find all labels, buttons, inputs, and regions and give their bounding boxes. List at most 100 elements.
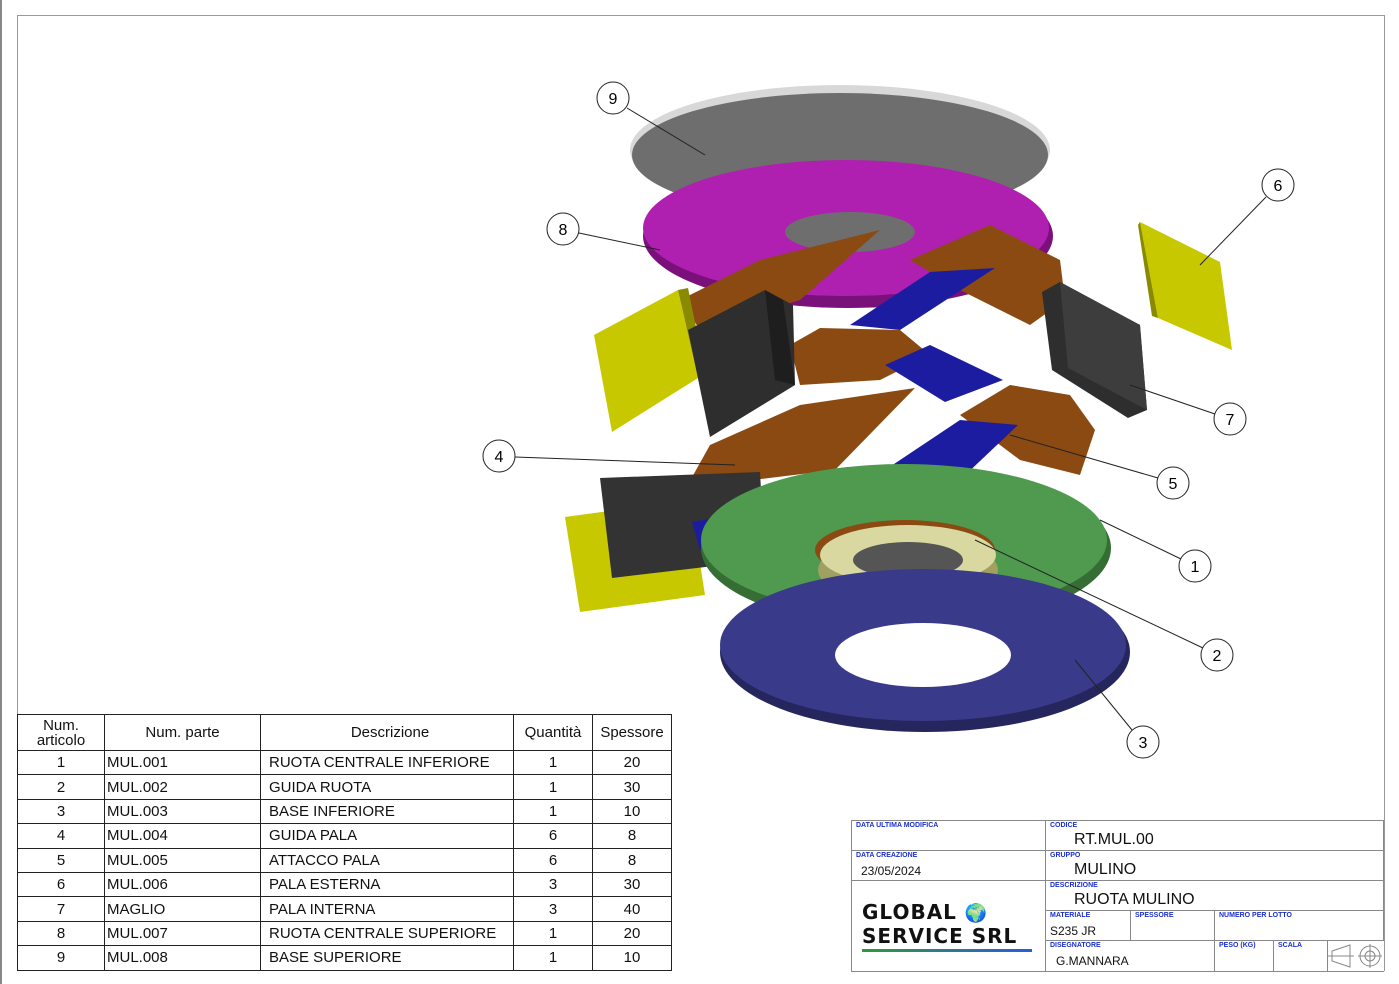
bom-cell-qty: 3 [513,896,593,922]
bom-cell-qty: 1 [513,749,593,776]
bom-header: Num. articolo Num. parte Descrizione Qua… [17,714,672,751]
label: PESO (KG) [1219,942,1256,949]
svg-text:1: 1 [1191,559,1200,576]
window-edge [0,0,2,984]
bom-cell-item: 4 [17,823,105,849]
disegnatore-value: G.MANNARA [1056,954,1129,968]
bom-cell-thick: 30 [592,774,672,800]
bom-cell-part: MUL.007 [104,920,261,947]
bom-cell-part: MUL.001 [104,749,261,776]
part-guida-pala-lower [686,388,915,488]
svg-text:7: 7 [1226,412,1235,429]
part-guida-pala-upper-right [910,225,1065,325]
cell-descrizione: DESCRIZIONE RUOTA MULINO [1046,881,1384,911]
leader-lines [514,107,1267,731]
part-pala-interna-left [688,290,795,437]
header-item: Num. articolo [17,714,105,751]
header-thick: Spessore [592,714,672,751]
header-desc: Descrizione [260,714,514,751]
gruppo-value: MULINO [1074,861,1137,878]
bom-cell-qty: 1 [513,798,593,825]
bom-cell-qty: 3 [513,871,593,898]
bom-cell-thick: 10 [592,945,672,971]
balloon-8: 8 [546,212,580,246]
bom-cell-desc: GUIDA PALA [260,823,514,849]
svg-text:6: 6 [1274,178,1283,195]
bom-cell-qty: 6 [513,847,593,873]
descrizione-value: RUOTA MULINO [1074,891,1195,908]
bom-cell-item: 9 [17,945,105,971]
label: DATA CREAZIONE [856,852,918,859]
bom-cell-thick: 20 [592,920,672,947]
bom-cell-qty: 6 [513,823,593,849]
data-creazione-value: 23/05/2024 [861,864,922,878]
bom-cell-item: 2 [17,774,105,800]
balloon-6: 6 [1261,168,1295,202]
label: NUMERO PER LOTTO [1219,912,1292,919]
label: DESCRIZIONE [1050,882,1098,889]
header-part: Num. parte [104,714,261,751]
svg-text:8: 8 [559,222,568,239]
bom-cell-item: 8 [17,920,105,947]
header-qty: Quantità [513,714,593,751]
bom-cell-part: MUL.004 [104,823,261,849]
bom-cell-item: 1 [17,749,105,776]
cell-peso: PESO (KG) [1215,941,1274,971]
materiale-value: S235 JR [1050,924,1097,938]
bom-cell-desc: PALA INTERNA [260,896,514,922]
part-attacco-pala-upper [850,268,995,330]
svg-text:9: 9 [609,91,618,108]
cell-materiale: MATERIALE S235 JR [1046,911,1131,941]
bom-cell-desc: RUOTA CENTRALE INFERIORE [260,749,514,776]
part-guida-pala-lower-right [960,385,1095,475]
balloon-3: 3 [1126,725,1160,759]
bom-cell-thick: 20 [592,749,672,776]
label: CODICE [1050,822,1078,829]
part-base-inferiore [720,569,1130,732]
bom-cell-desc: BASE INFERIORE [260,798,514,825]
svg-text:2: 2 [1213,648,1222,665]
bom-cell-thick: 40 [592,896,672,922]
part-guida-pala-upper-left [680,230,880,330]
balloon-1: 1 [1178,549,1212,583]
globe-icon: 🌍 [964,903,989,924]
bom-cell-desc: GUIDA RUOTA [260,774,514,800]
label: GRUPPO [1050,852,1081,859]
balloon-2: 2 [1200,638,1234,672]
balloon-5: 5 [1156,466,1190,500]
bom-cell-qty: 1 [513,774,593,800]
part-pala-esterna-right [1138,222,1232,350]
projection-symbol-icon [1328,941,1384,971]
label: SCALA [1278,942,1303,949]
bom-cell-part: MUL.008 [104,945,261,971]
bom-cell-thick: 30 [592,871,672,898]
label: MATERIALE [1050,912,1091,919]
bom-cell-thick: 8 [592,823,672,849]
bom-cell-item: 5 [17,847,105,873]
svg-text:4: 4 [495,449,504,466]
cell-spessore: SPESSORE [1131,911,1215,941]
bom-cell-qty: 1 [513,920,593,947]
cell-numero-lotto: NUMERO PER LOTTO [1215,911,1384,941]
bom-cell-desc: BASE SUPERIORE [260,945,514,971]
bom-cell-desc: ATTACCO PALA [260,847,514,873]
bom-cell-thick: 10 [592,798,672,825]
bill-of-materials: Num. articolo Num. parte Descrizione Qua… [17,714,672,971]
svg-text:3: 3 [1139,735,1148,752]
bom-cell-qty: 1 [513,945,593,971]
company-name-1: GLOBAL [862,900,957,924]
bom-cell-desc: PALA ESTERNA [260,871,514,898]
sheet-border [17,15,1385,971]
part-pala-interna-right [1042,282,1147,418]
bom-cell-item: 6 [17,871,105,898]
cell-scala: SCALA [1274,941,1328,971]
bom-cell-thick: 8 [592,847,672,873]
